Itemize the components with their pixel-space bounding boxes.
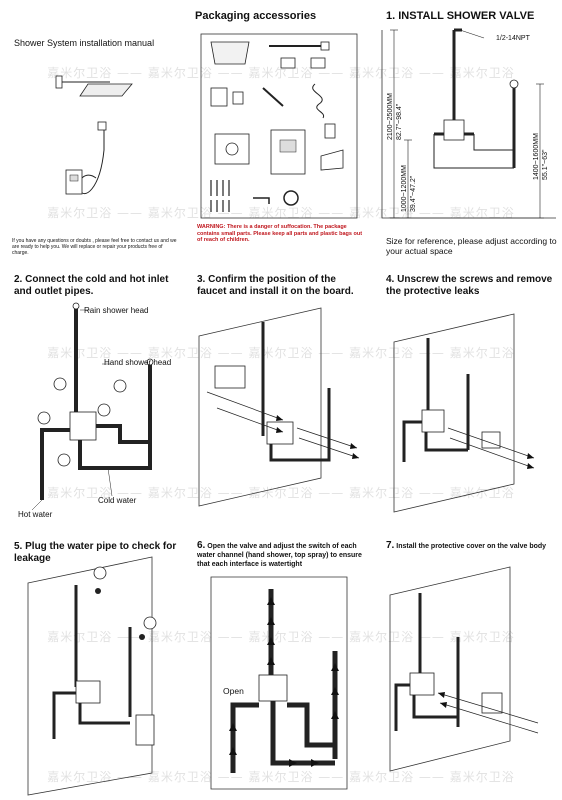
warning-text: WARNING: There is a danger of suffocatio…: [197, 224, 363, 243]
step7-title: Install the protective cover on the valv…: [396, 543, 547, 550]
step6-number: 6.: [197, 540, 206, 551]
thread-size-label: 1/2-14NPT: [496, 35, 530, 42]
remove-protective-diagram: [393, 313, 535, 513]
dim-valve-label: 1000~1200MM: [401, 165, 408, 212]
shower-system-illustration: [55, 75, 133, 195]
contact-note: If you have any questions or doubts , pl…: [12, 238, 177, 256]
step5-title: 5. Plug the water pipe to check for leak…: [14, 541, 177, 564]
dim-side-in-label: 55.1"~63": [542, 149, 549, 180]
manual-panel: Shower System installation manual If you…: [0, 0, 187, 262]
size-note: Size for reference, please adjust accord…: [386, 236, 557, 256]
step5-panel: 5. Plug the water pipe to check for leak…: [0, 527, 187, 800]
leak-check-diagram: [27, 556, 157, 796]
step6-heading: 6. Open the valve and adjust the switch …: [197, 541, 369, 569]
step3-title: 3. Confirm the position of the faucet an…: [197, 274, 354, 297]
step1-title: 1. INSTALL SHOWER VALVE: [386, 10, 535, 22]
valve-dimension-diagram: [381, 28, 556, 219]
hot-water-label: Hot water: [18, 510, 53, 519]
water-test-diagram: [210, 576, 348, 790]
step3-panel: 3. Confirm the position of the faucet an…: [187, 262, 374, 527]
cold-water-label: Cold water: [98, 496, 137, 505]
hand-shower-label: Hand shower head: [104, 358, 172, 367]
step7-number: 7.: [386, 540, 395, 551]
step7-panel: 7. Install the protective cover on the v…: [374, 527, 562, 800]
dim-valve-in-label: 39.4"~47.2": [410, 175, 417, 212]
step2-panel: 2. Connect the cold and hot inlet and ou…: [0, 262, 187, 527]
packaging-panel: Packaging accessories: [187, 0, 374, 262]
step1-panel: 1. INSTALL SHOWER VALVE 1/2-14NPT 2100~2…: [374, 0, 562, 262]
manual-title: Shower System installation manual: [14, 38, 155, 48]
step6-title: Open the valve and adjust the switch of …: [197, 543, 362, 568]
step4-title: 4. Unscrew the screws and remove the pro…: [386, 274, 553, 297]
accessories-illustration: [200, 33, 358, 219]
install-cover-diagram: [389, 566, 539, 772]
step4-panel: 4. Unscrew the screws and remove the pro…: [374, 262, 562, 527]
dim-total-in-label: 82.7"~98.4": [396, 103, 403, 140]
packaging-title: Packaging accessories: [195, 10, 317, 22]
step6-panel: 6. Open the valve and adjust the switch …: [187, 527, 374, 800]
open-label: Open: [223, 686, 244, 696]
step2-title: 2. Connect the cold and hot inlet and ou…: [14, 274, 169, 297]
rain-shower-label: Rain shower head: [84, 306, 149, 315]
step7-heading: 7. Install the protective cover on the v…: [386, 541, 558, 551]
faucet-position-diagram: [198, 307, 360, 507]
pipe-connection-diagram: [31, 302, 154, 511]
dim-total-label: 2100~2500MM: [387, 93, 394, 140]
dim-side-label: 1400~1600MM: [533, 133, 540, 180]
